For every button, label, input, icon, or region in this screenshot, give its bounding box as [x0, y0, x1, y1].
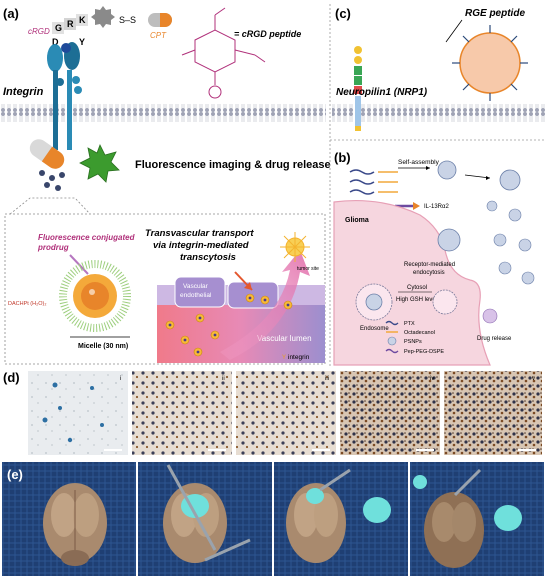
transvascular-label-1: Transvascular transport: [145, 228, 254, 239]
residue-k: K: [79, 15, 86, 25]
fluorescence-prodrug-label-1: Fluorescence conjugated: [38, 233, 136, 242]
gsh-label: High GSH level: [396, 297, 437, 303]
il13-label: IL-13Rα2: [424, 204, 449, 210]
brain-2: [163, 464, 251, 563]
receptor-mediated-label-1: Receptor-mediated: [404, 262, 455, 268]
integrin-receptor: [47, 42, 82, 150]
micrograph-v: [444, 371, 542, 455]
self-assembly-label: Self-assembly: [398, 159, 440, 166]
glioma-label: Glioma: [345, 217, 369, 224]
cpt-label: CPT: [150, 31, 167, 40]
fluorescence-star-icon: [79, 144, 120, 183]
vascular-lumen-label: Vascular lumen: [257, 334, 312, 343]
panel-b-label: (b): [334, 150, 351, 165]
transvascular-label-2: via integrin-mediated: [153, 240, 249, 251]
endosome-label: Endosome: [360, 326, 389, 332]
integrin-legend-symbol: Y: [282, 355, 286, 361]
drug-release-label: Drug release: [477, 336, 512, 342]
crgd-structure: [181, 7, 266, 99]
receptor-mediated-label-2: endocytosis: [413, 270, 445, 276]
vascular-endothelial-label-1: Vascular: [183, 283, 209, 290]
integrin-label: Integrin: [3, 86, 44, 98]
legend-ptx: PTX: [404, 321, 415, 327]
rge-nanoparticle: [452, 25, 528, 101]
rge-peptide-label: RGE peptide: [465, 8, 525, 19]
vascular-endothelial-label-2: endothelial: [180, 292, 212, 299]
dachpt-label: DACHPt (H₂O)₂: [8, 301, 47, 307]
panel-e-label: (e): [7, 467, 23, 482]
micrograph-label-v: v: [532, 376, 535, 382]
crgd-label: cRGD: [28, 27, 50, 36]
gear-icon: [91, 6, 115, 28]
micelle-icon: [59, 260, 131, 332]
tumor-site-label: tumor site: [297, 266, 319, 272]
legend-octadecanol: Octadecanol: [404, 330, 435, 336]
micrograph-i: [28, 371, 128, 455]
psnp-particle: [437, 160, 457, 180]
ptx-molecules: [349, 169, 375, 195]
drug-capsule-icon: [29, 139, 65, 191]
legend-psnps: PSNPs: [404, 339, 422, 345]
transvascular-label-3: transcytosis: [180, 252, 236, 263]
panel-c-label: (c): [335, 6, 351, 21]
micrograph-label-ii: ii: [222, 376, 225, 382]
integrin-legend-label: integrin: [288, 354, 310, 361]
crgd-peptide-label: = cRGD peptide: [234, 29, 301, 39]
micrograph-iii: [236, 371, 336, 455]
micelle-size-label: Micelle (30 nm): [78, 343, 128, 350]
panel-e: (e): [2, 462, 544, 576]
panel-d: (d) i ii iii iv v: [3, 370, 542, 455]
residue-r: R: [67, 19, 74, 29]
panel-c: (c) RGE peptide Neuropilin1 (NRP1): [332, 6, 546, 131]
brain-4: [413, 468, 522, 568]
fluorescence-prodrug-label-2: prodrug: [37, 243, 69, 252]
nrp1-label: Neuropilin1 (NRP1): [336, 87, 428, 98]
micrograph-label-i: i: [120, 376, 121, 382]
micrograph-iv: [340, 371, 440, 455]
panel-a-label: (a): [3, 6, 19, 21]
transport-arrow: [220, 250, 310, 360]
residue-y: Y: [79, 37, 85, 47]
panel-d-label: (d): [3, 370, 20, 385]
residue-g: G: [55, 23, 62, 33]
cell-membrane-a: [0, 104, 326, 122]
nrp1-receptor: [354, 46, 362, 131]
residue-d: D: [52, 37, 59, 47]
legend-pep-peg-dspe: Pep-PEG-DSPE: [404, 349, 444, 355]
brain-1: [43, 483, 107, 566]
micrograph-label-iii: iii: [325, 376, 329, 382]
crgd-peptide-blocks: G R K D Y: [52, 14, 88, 47]
fluorescence-imaging-label: Fluorescence imaging & drug release: [135, 159, 331, 171]
micrograph-label-iv: iv: [430, 376, 434, 382]
panel-b-legend: PTX Octadecanol PSNPs Pep-PEG-DSPE: [385, 320, 444, 355]
panel-a: (a) Integrin cRGD G R K D Y S–S CPT: [0, 6, 331, 365]
panel-b: (b) Self-assembly Glioma IL-13Rα2 Recept…: [333, 150, 535, 366]
cell-membrane-c: [332, 104, 546, 122]
inset-box: [4, 213, 326, 365]
micrograph-ii: [132, 371, 232, 455]
ss-bond-label: S–S: [119, 15, 136, 25]
cytosol-label: Cytosol: [407, 285, 427, 291]
glioma-cell: [333, 200, 491, 366]
tumor-site-sun: [280, 232, 310, 262]
brain-3: [286, 468, 391, 563]
